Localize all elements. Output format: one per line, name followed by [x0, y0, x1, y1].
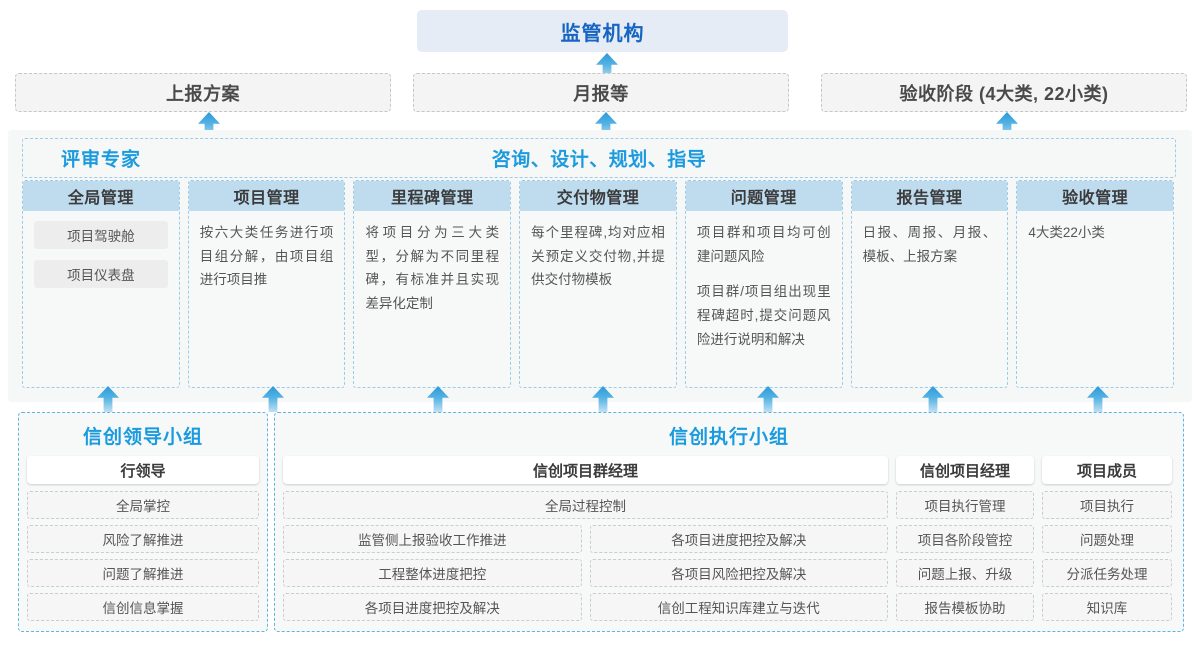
- regulator-label: 监管机构: [560, 22, 645, 45]
- task-item[interactable]: 知识库: [1042, 593, 1172, 621]
- column-paragraph: 将项目分为三大类型，分解为不同里程碑，有标准并且实现差异化定制: [365, 225, 500, 311]
- column-paragraph: 4大类22小类: [1028, 225, 1105, 240]
- column-title: 项目管理: [188, 181, 345, 211]
- column-body: 项目驾驶舱 项目仪表盘: [23, 211, 179, 387]
- group-leadership[interactable]: 信创领导小组 行领导 全局掌控 风险了解推进 问题了解推进 信创信息掌握: [18, 412, 268, 632]
- rolecol-bank-leader: 行领导 全局掌控 风险了解推进 问题了解推进 信创信息掌握: [27, 456, 259, 621]
- group-title: 信创领导小组: [82, 427, 203, 448]
- report-box-monthly: 月报等: [413, 73, 789, 112]
- column-body: 按六大类任务进行项目组分解，由项目组进行项目推: [189, 211, 345, 387]
- task-item[interactable]: 监管侧上报验收工作推进: [283, 525, 582, 553]
- column-paragraph: 日报、周报、月报、模板、上报方案: [862, 225, 997, 264]
- group-title: 信创执行小组: [668, 427, 789, 448]
- execution-row: 信创项目群经理 全局过程控制 监管侧上报验收工作推进 工程整体进度把控 各项目进…: [283, 456, 1175, 621]
- task-item[interactable]: 风险了解推进: [27, 525, 259, 553]
- column-acceptance-management[interactable]: 验收管理 4大类22小类: [1016, 180, 1175, 388]
- role-title: 信创项目经理: [896, 456, 1034, 484]
- task-item[interactable]: 各项目进度把控及解决: [283, 593, 582, 621]
- column-paragraph: 每个里程碑,均对应相关预定义交付物,并提供交付物模板: [531, 225, 665, 288]
- column-global-management[interactable]: 全局管理 项目驾驶舱 项目仪表盘: [22, 180, 180, 388]
- program-manager-left-tasks: 监管侧上报验收工作推进 工程整体进度把控 各项目进度把控及解决: [283, 525, 582, 621]
- arrow-up-col-3: [427, 386, 449, 412]
- column-title: 全局管理: [23, 181, 179, 211]
- role-title: 项目成员: [1042, 456, 1172, 484]
- task-item[interactable]: 项目执行管理: [896, 491, 1034, 519]
- pill-item[interactable]: 项目驾驶舱: [34, 221, 168, 249]
- role-title: 行领导: [27, 456, 259, 484]
- column-title: 交付物管理: [520, 181, 676, 211]
- task-item[interactable]: 问题处理: [1042, 525, 1172, 553]
- column-paragraph: 项目群/项目组出现里程碑超时,提交问题风险进行说明和解决: [696, 284, 831, 347]
- task-item[interactable]: 各项目风险把控及解决: [589, 559, 888, 587]
- management-columns: 全局管理 项目驾驶舱 项目仪表盘 项目管理 按六大类任务进行项目组分解，由项目组…: [22, 180, 1175, 388]
- teams-panel: 信创领导小组 行领导 全局掌控 风险了解推进 问题了解推进 信创信息掌握 信创执…: [8, 412, 1192, 642]
- column-title: 报告管理: [851, 181, 1008, 211]
- task-item[interactable]: 信创工程知识库建立与迭代: [589, 593, 888, 621]
- rolecol-project-manager: 信创项目经理 项目执行管理 项目各阶段管控 问题上报、升级 报告模板协助: [896, 456, 1034, 621]
- report-box-acceptance: 验收阶段 (4大类, 22小类): [821, 73, 1187, 112]
- task-item[interactable]: 项目执行: [1042, 491, 1172, 519]
- column-body: 4大类22小类: [1017, 211, 1173, 387]
- column-body: 每个里程碑,均对应相关预定义交付物,并提供交付物模板: [520, 211, 676, 387]
- arrow-up-col-2: [262, 386, 284, 412]
- consulting-label: 咨询、设计、规划、指导: [491, 149, 707, 171]
- advisory-band: 评审专家 咨询、设计、规划、指导: [22, 138, 1176, 178]
- column-body: 日报、周报、月报、模板、上报方案: [852, 211, 1008, 387]
- column-body: 项目群和项目均可创建问题风险 项目群/项目组出现里程碑超时,提交问题风险进行说明…: [686, 211, 842, 387]
- task-item[interactable]: 各项目进度把控及解决: [589, 525, 888, 553]
- arrow-up-col-4: [592, 386, 614, 412]
- pill-item[interactable]: 项目仪表盘: [34, 260, 168, 288]
- group-execution[interactable]: 信创执行小组 信创项目群经理 全局过程控制 监管侧上报验收工作推进 工程整体进度…: [274, 412, 1184, 632]
- program-manager-subcolumns: 监管侧上报验收工作推进 工程整体进度把控 各项目进度把控及解决 各项目进度把控及…: [283, 525, 888, 621]
- rolecol-project-members: 项目成员 项目执行 问题处理 分派任务处理 知识库: [1042, 456, 1172, 621]
- regulator-box: 监管机构: [417, 10, 788, 52]
- task-item[interactable]: 分派任务处理: [1042, 559, 1172, 587]
- arrow-up-to-regulator: [596, 53, 618, 79]
- task-item[interactable]: 项目各阶段管控: [896, 525, 1034, 553]
- task-item[interactable]: 工程整体进度把控: [283, 559, 582, 587]
- task-item[interactable]: 全局过程控制: [283, 491, 888, 519]
- column-body: 将项目分为三大类型，分解为不同里程碑，有标准并且实现差异化定制: [354, 211, 510, 387]
- arrow-up-col-1: [97, 386, 119, 412]
- column-title: 问题管理: [685, 181, 842, 211]
- execution-rolecols: 信创项目群经理 全局过程控制 监管侧上报验收工作推进 工程整体进度把控 各项目进…: [275, 456, 1183, 621]
- column-project-management[interactable]: 项目管理 按六大类任务进行项目组分解，由项目组进行项目推: [187, 180, 346, 388]
- column-title: 里程碑管理: [354, 181, 511, 211]
- review-experts-label: 评审专家: [61, 149, 142, 171]
- column-paragraph: 按六大类任务进行项目组分解，由项目组进行项目推: [199, 225, 334, 288]
- management-panel: 评审专家 咨询、设计、规划、指导 全局管理 项目驾驶舱 项目仪表盘 项目管理 按…: [8, 130, 1192, 402]
- column-issue-management[interactable]: 问题管理 项目群和项目均可创建问题风险 项目群/项目组出现里程碑超时,提交问题风…: [684, 180, 843, 388]
- report-label: 上报方案: [166, 83, 240, 104]
- task-item[interactable]: 全局掌控: [27, 491, 259, 519]
- report-box-plan: 上报方案: [15, 73, 391, 112]
- task-item[interactable]: 问题上报、升级: [896, 559, 1034, 587]
- arrow-up-col-5: [757, 386, 779, 412]
- task-item[interactable]: 报告模板协助: [896, 593, 1034, 621]
- leadership-rolecols: 行领导 全局掌控 风险了解推进 问题了解推进 信创信息掌握: [19, 456, 267, 621]
- column-milestone-management[interactable]: 里程碑管理 将项目分为三大类型，分解为不同里程碑，有标准并且实现差异化定制: [353, 180, 512, 388]
- column-report-management[interactable]: 报告管理 日报、周报、月报、模板、上报方案: [850, 180, 1009, 388]
- role-title: 信创项目群经理: [283, 456, 888, 484]
- column-title: 验收管理: [1017, 181, 1174, 211]
- task-item[interactable]: 信创信息掌握: [27, 593, 259, 621]
- arrow-up-col-7: [1087, 386, 1109, 412]
- arrow-up-col-6: [922, 386, 944, 412]
- column-deliverable-management[interactable]: 交付物管理 每个里程碑,均对应相关预定义交付物,并提供交付物模板: [519, 180, 677, 388]
- report-label: 验收阶段 (4大类, 22小类): [899, 83, 1109, 104]
- program-manager-right-tasks: 各项目进度把控及解决 各项目风险把控及解决 信创工程知识库建立与迭代: [589, 525, 888, 621]
- task-item[interactable]: 问题了解推进: [27, 559, 259, 587]
- report-label: 月报等: [573, 83, 629, 104]
- column-paragraph: 项目群和项目均可创建问题风险: [696, 225, 831, 264]
- rolecol-program-manager: 信创项目群经理 全局过程控制 监管侧上报验收工作推进 工程整体进度把控 各项目进…: [283, 456, 888, 621]
